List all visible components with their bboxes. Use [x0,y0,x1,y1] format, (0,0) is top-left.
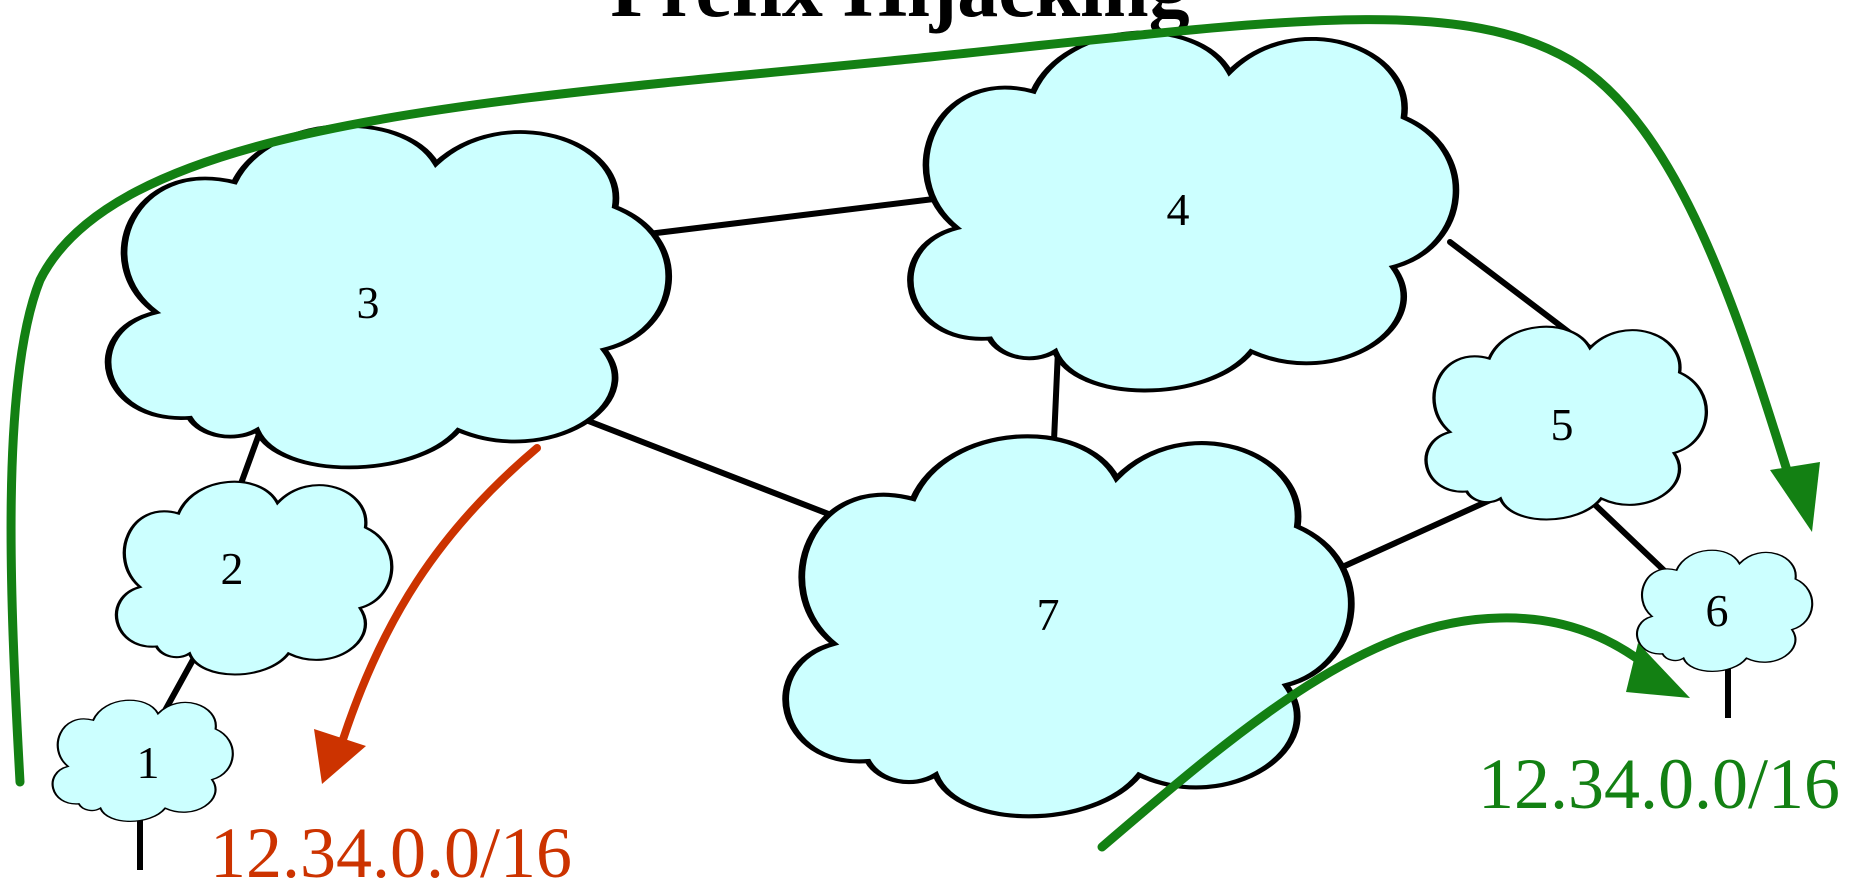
hijack-prefix-label: 12.34.0.0/16 [210,813,572,883]
as-label-1: 1 [137,737,160,788]
as-label-3: 3 [357,277,380,328]
hijack-arrow [334,444,541,759]
as-clouds [51,33,1814,823]
as-label-2: 2 [221,543,244,594]
as-label-4: 4 [1167,184,1190,235]
as-label-6: 6 [1706,585,1729,636]
legit-announce-arrowhead [1626,643,1690,698]
as-labels: 1 2 3 4 5 6 7 [137,184,1729,788]
link-3-4 [637,195,945,238]
legit-prefix-label: 12.34.0.0/16 [1478,744,1840,824]
link-5-7 [1315,489,1511,581]
as-label-5: 5 [1551,399,1574,450]
legit-route-arrow [6,15,1795,787]
link-3-7 [557,407,878,535]
links-group [159,195,1675,719]
legit-announce-arrow [1097,613,1670,852]
legit-route-arrowhead [1770,462,1820,532]
as-cloud-7 [786,436,1352,816]
as-cloud-2 [114,480,394,677]
link-5-6 [1587,497,1675,581]
as-label-7: 7 [1037,589,1060,640]
page-title: Prefix Hijacking [610,0,1189,34]
hijack-arrowhead [314,729,366,784]
as-cloud-3 [108,126,669,467]
